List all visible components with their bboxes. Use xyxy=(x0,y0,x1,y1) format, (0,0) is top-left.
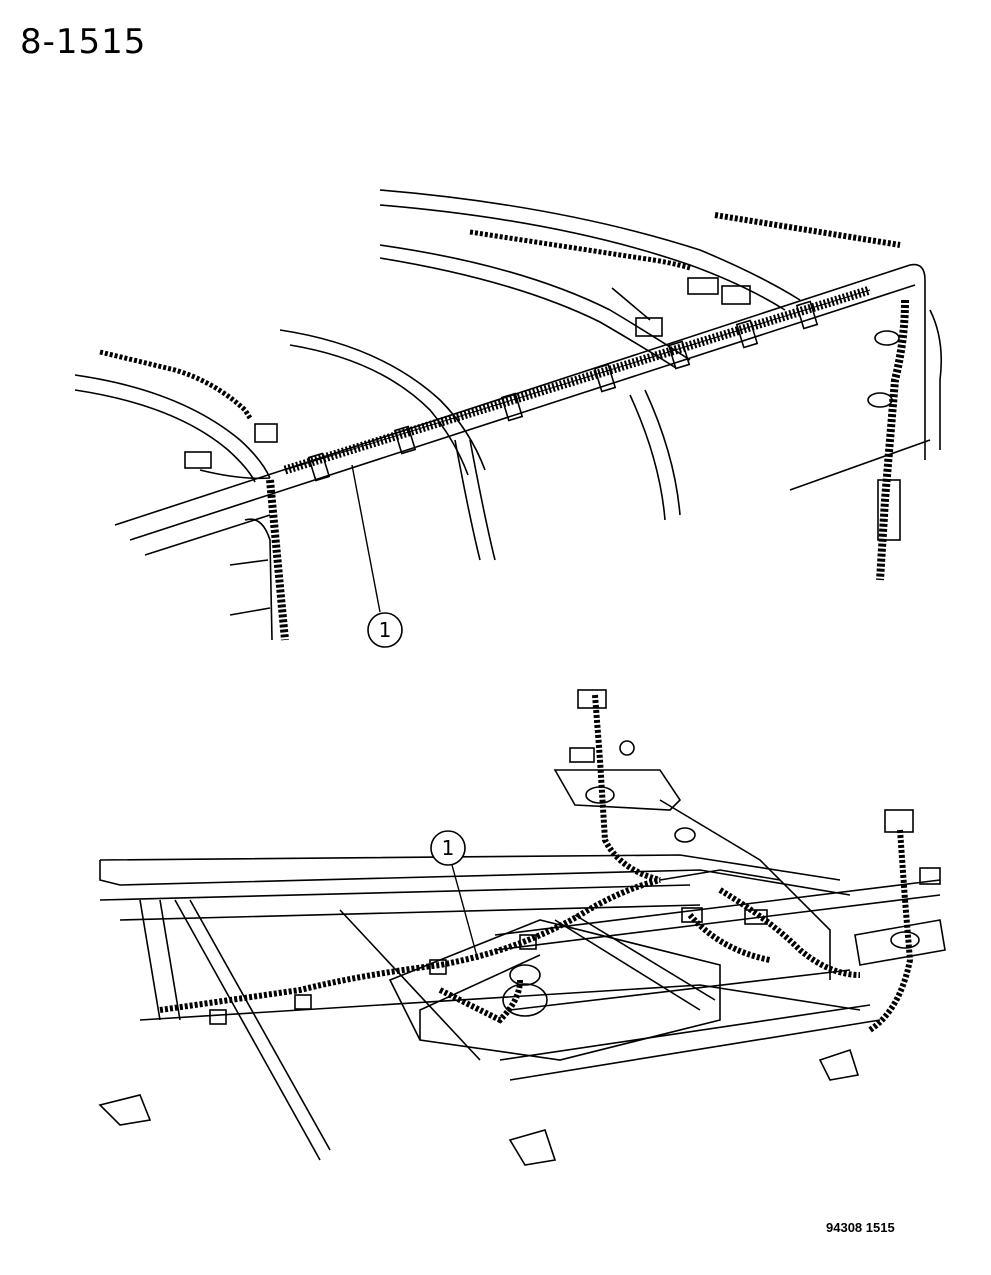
page-number: 8-1515 xyxy=(20,22,147,62)
roof-assembly-illustration xyxy=(74,189,943,641)
callout-label: 1 xyxy=(442,836,455,860)
figure-code: 94308 1515 xyxy=(826,1220,895,1235)
callout-label: 1 xyxy=(379,618,392,642)
callout-floor-harness: 1 xyxy=(430,830,479,961)
floor-assembly-illustration xyxy=(98,689,946,1166)
callout-roof-harness: 1 xyxy=(351,464,403,648)
